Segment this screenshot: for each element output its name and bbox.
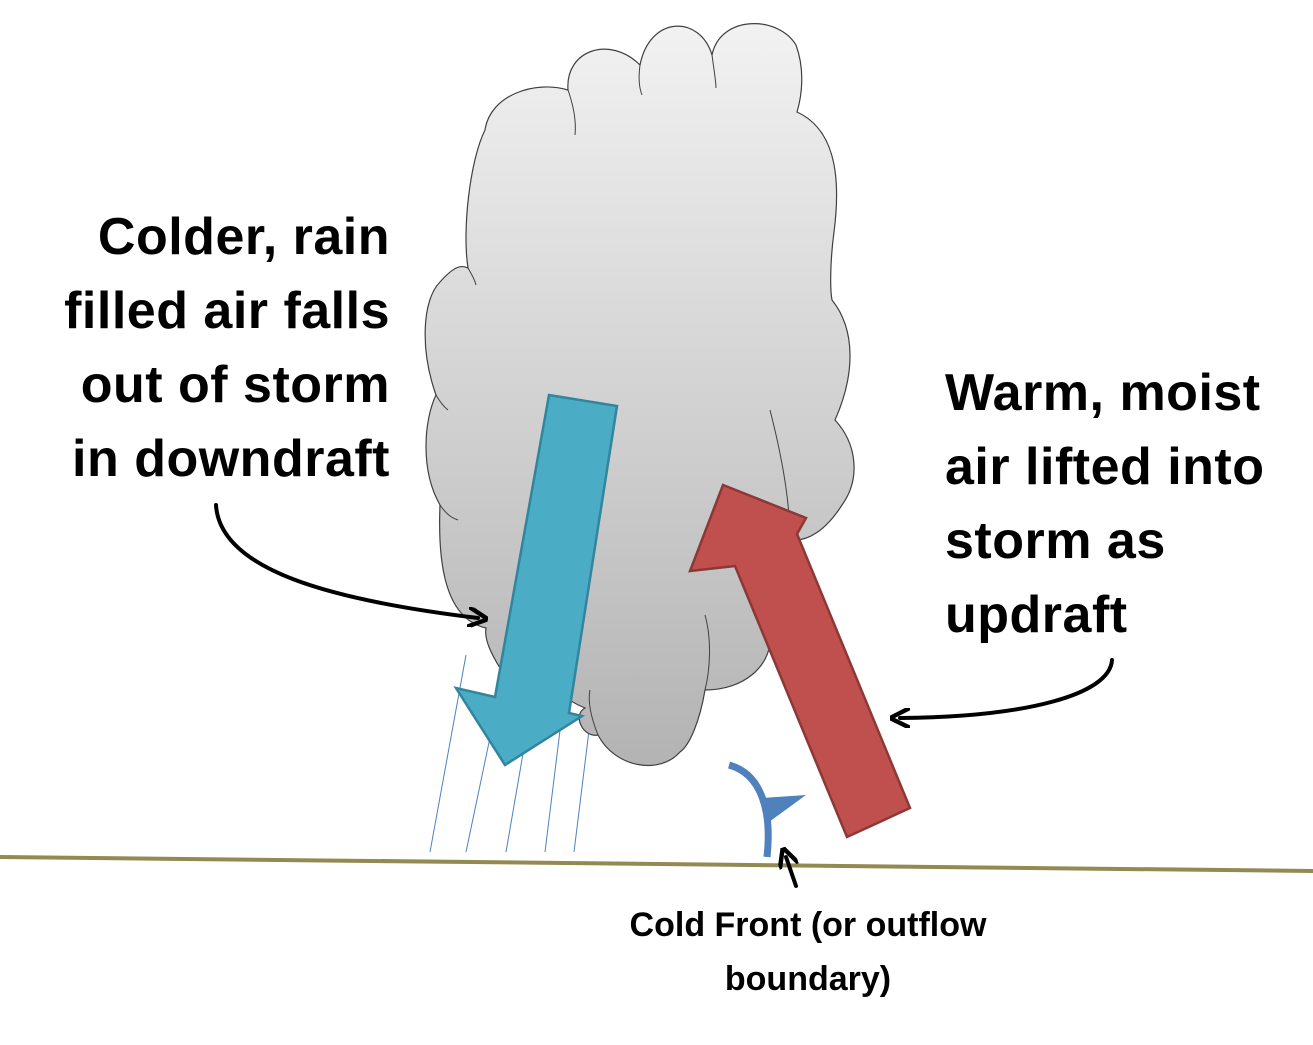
updraft-arrow xyxy=(688,483,912,839)
updraft-label-line: Warm, moist xyxy=(945,364,1261,422)
downdraft-label-line: Colder, rain xyxy=(97,208,390,266)
cold-front-label-line: Cold Front (or outflow xyxy=(629,906,987,944)
downdraft-label-line: in downdraft xyxy=(72,430,390,488)
cold-front-line xyxy=(727,761,772,858)
downdraft-label-line: out of storm xyxy=(80,356,390,414)
downdraft-pointer xyxy=(214,503,478,618)
cold-front-label-line: boundary) xyxy=(724,960,892,998)
updraft-pointer xyxy=(900,658,1114,718)
downdraft-label: Colder, rain filled air falls out of sto… xyxy=(64,200,390,496)
cold-front-triangle xyxy=(762,795,806,822)
rain-streak xyxy=(429,654,467,853)
cold-front-label: Cold Front (or outflow boundary) xyxy=(548,898,1068,1006)
cold-front-symbol xyxy=(727,761,806,858)
pointer-arrows xyxy=(214,503,1114,888)
ground-line xyxy=(0,855,1313,873)
updraft-label: Warm, moist air lifted into storm as upd… xyxy=(945,356,1265,652)
updraft-label-line: updraft xyxy=(945,586,1128,644)
downdraft-label-line: filled air falls xyxy=(64,282,390,340)
downdraft-arrow xyxy=(453,393,619,767)
cold-front-pointer xyxy=(786,857,796,888)
updraft-label-line: air lifted into xyxy=(945,438,1265,496)
updraft-label-line: storm as xyxy=(945,512,1166,570)
